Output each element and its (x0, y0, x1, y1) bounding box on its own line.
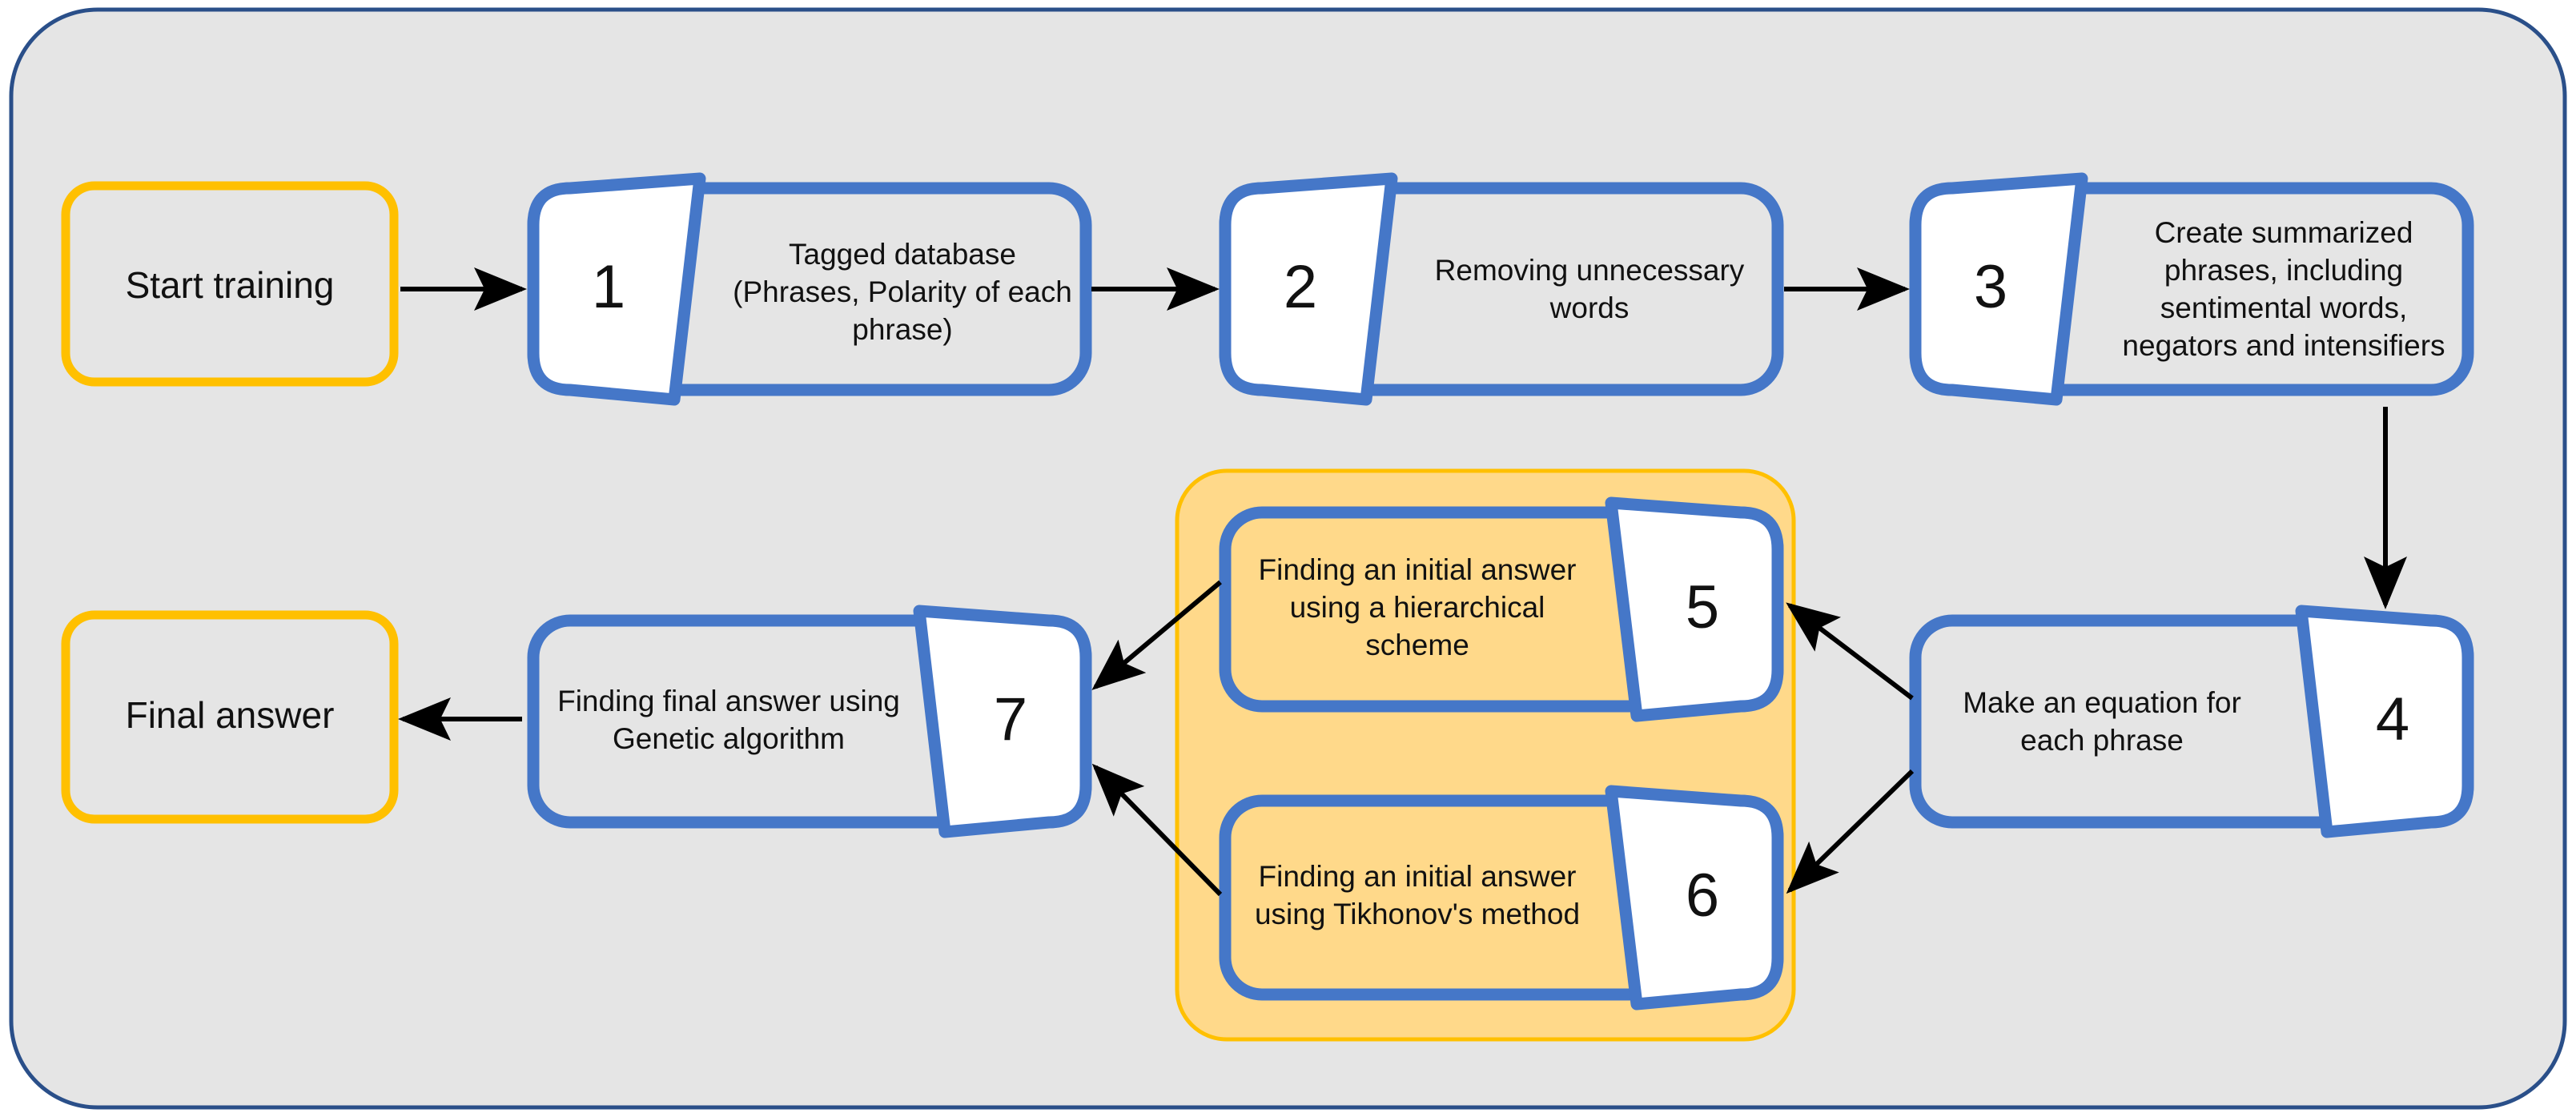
connector-step-5-to-step-7 (1091, 580, 1222, 690)
step-3-number-badge (1909, 172, 2088, 406)
step-3-line-1: Create summarized (2155, 216, 2413, 249)
step-2-number-badge (1219, 172, 1398, 406)
arrow-step-4-to-step-6 (1786, 769, 1915, 894)
step-2-line-1: Removing unnecessary (1435, 254, 1745, 287)
process-step-6[interactable]: 6 Finding an initial answer using Tikhon… (1219, 785, 1784, 1011)
step-5-number: 5 (1686, 573, 1719, 641)
step-3-line-2: phrases, including (2164, 254, 2403, 287)
connector-step-4-to-step-5 (1786, 602, 1914, 701)
step-5-line-2: using a hierarchical (1290, 591, 1545, 624)
step-4-line-2: each phrase (2020, 724, 2184, 757)
step-1-number: 1 (592, 253, 625, 321)
terminal-final-answer[interactable]: Final answer (61, 610, 399, 824)
process-step-3[interactable]: 3 Create summarized phrases, including s… (1909, 172, 2474, 406)
step-1-line-1: Tagged database (789, 238, 1016, 271)
step-7-number: 7 (994, 685, 1027, 753)
connector-step-4-to-step-6 (1786, 769, 1915, 894)
step-6-number-badge (1605, 785, 1784, 1011)
arrow-step-6-to-step-7 (1091, 763, 1223, 897)
step-6-line-2: using Tikhonov's method (1255, 898, 1580, 930)
final-answer-box (61, 610, 399, 824)
step-6-line-1: Finding an initial answer (1259, 860, 1577, 893)
step-5-line-1: Finding an initial answer (1259, 553, 1577, 586)
process-step-2[interactable]: 2 Removing unnecessary words (1219, 172, 1784, 406)
connector-step-6-to-step-7 (1091, 763, 1223, 897)
step-4-number: 4 (2376, 685, 2409, 753)
step-7-line-1: Finding final answer using (557, 685, 900, 717)
final-answer-label: Final answer (126, 694, 335, 736)
step-1-line-3: phrase) (852, 313, 952, 346)
step-7-line-2: Genetic algorithm (613, 722, 845, 755)
step-7-number-badge (913, 605, 1092, 838)
step-4-number-badge (2295, 605, 2474, 838)
step-2-line-2: words (1549, 291, 1630, 324)
start-training-box (61, 181, 399, 387)
process-step-7[interactable]: 7 Finding final answer using Genetic alg… (527, 605, 1092, 838)
process-step-4[interactable]: 4 Make an equation for each phrase (1909, 605, 2474, 838)
step-1-number-badge (527, 172, 706, 406)
step-4-line-1: Make an equation for (1963, 686, 2241, 719)
step-5-number-badge (1605, 496, 1784, 722)
step-5-line-3: scheme (1365, 629, 1469, 661)
process-step-5[interactable]: 5 Finding an initial answer using a hier… (1219, 496, 1784, 722)
step-6-number: 6 (1686, 862, 1719, 930)
arrow-step-4-to-step-5 (1786, 602, 1914, 701)
step-3-number: 3 (1974, 253, 2007, 321)
process-step-1[interactable]: 1 Tagged database (Phrases, Polarity of … (527, 172, 1092, 406)
step-3-line-4: negators and intensifiers (2122, 329, 2445, 362)
start-training-label: Start training (126, 264, 335, 306)
step-2-number: 2 (1284, 253, 1317, 321)
step-3-line-3: sentimental words, (2160, 291, 2407, 324)
terminal-start-training[interactable]: Start training (61, 181, 399, 387)
step-1-line-2: (Phrases, Polarity of each (733, 275, 1072, 308)
arrow-step-5-to-step-7 (1091, 580, 1222, 690)
